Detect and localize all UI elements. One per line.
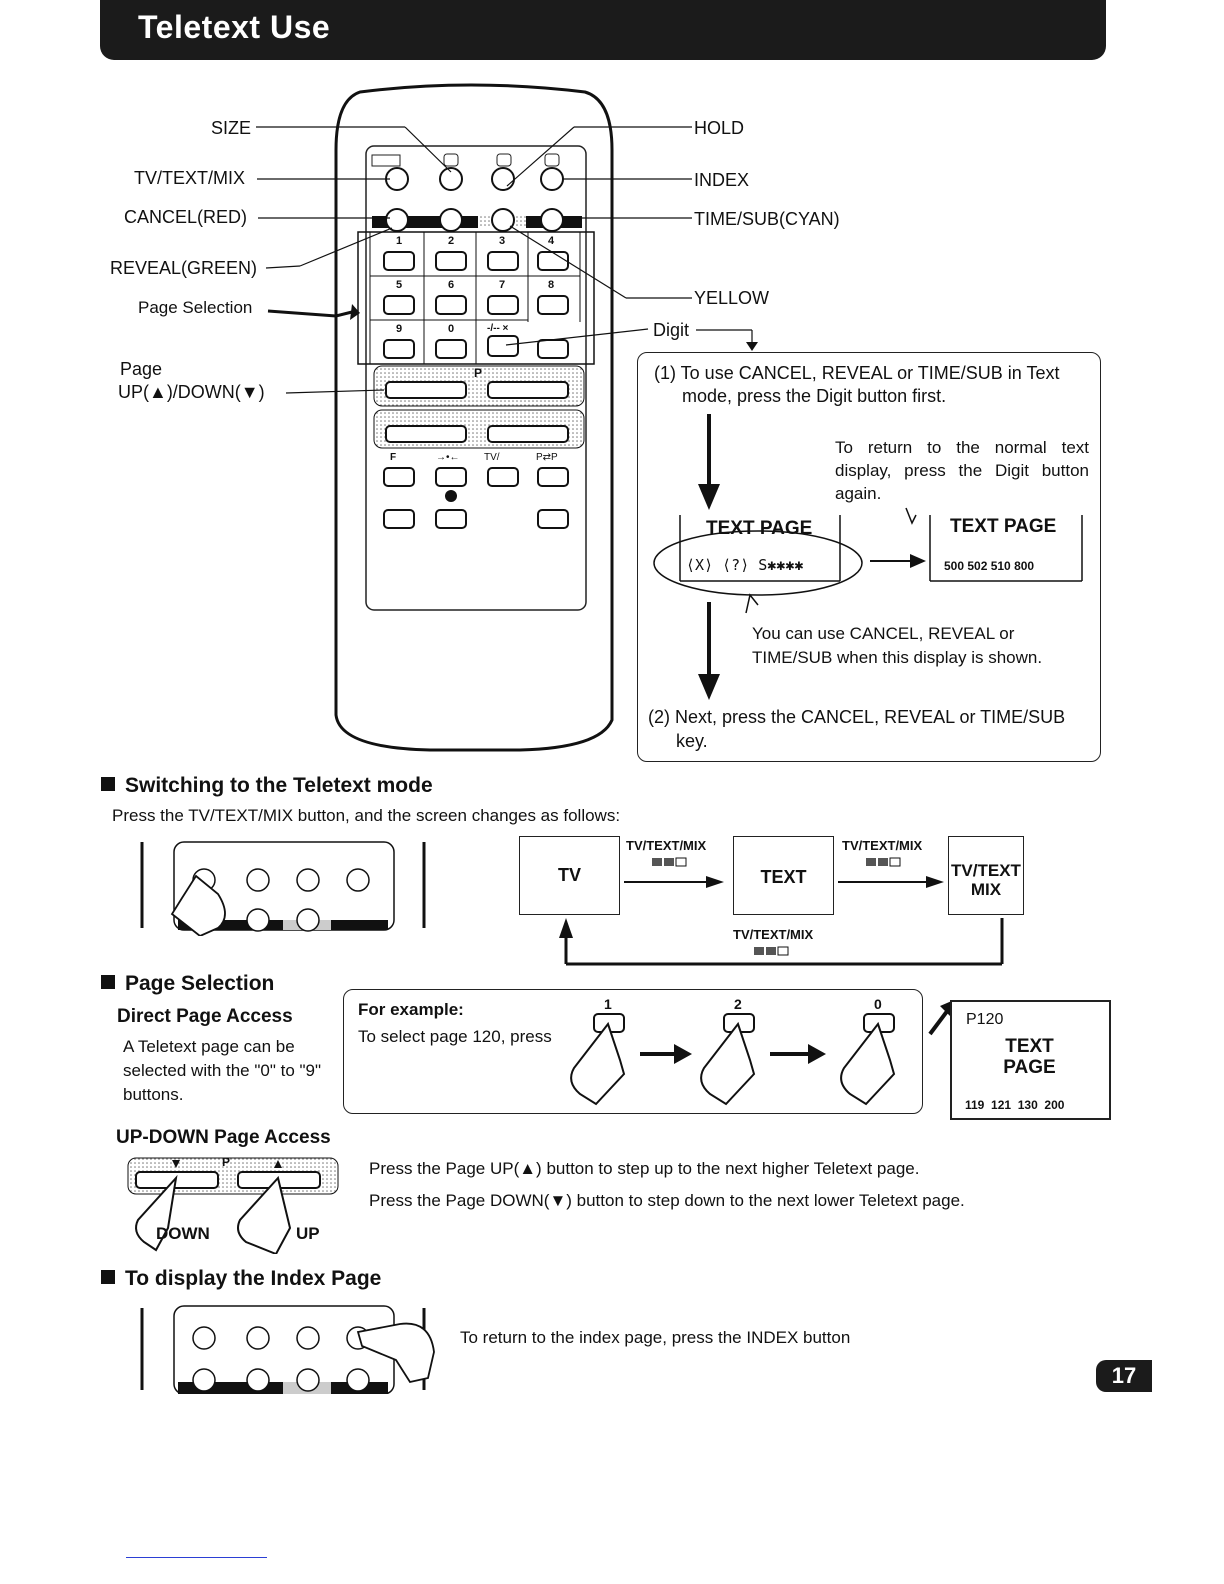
example-hands: [570, 1013, 896, 1106]
label-reveal-green: REVEAL(GREEN): [110, 258, 258, 278]
use-note: You can use CANCEL, REVEAL or TIME/SUB w…: [752, 624, 1043, 667]
result-title-2: PAGE: [1003, 1057, 1056, 1078]
label-index: INDEX: [694, 170, 750, 190]
key-label-hold: →•←: [436, 452, 460, 463]
section-page-selection-title: Page Selection: [101, 972, 274, 996]
screen-diagrams: [653, 507, 1083, 614]
section-switching-title: Switching to the Teletext mode: [101, 774, 433, 798]
result-title-1: TEXT: [1005, 1036, 1054, 1057]
screen2-body: 500 502 510 800: [944, 559, 1035, 573]
down-label: DOWN: [156, 1224, 210, 1243]
label-digit: Digit: [653, 320, 690, 340]
example-digit-2: 2: [734, 996, 742, 1012]
label-page-selection: Page Selection: [138, 298, 253, 317]
result-page-number: P120: [966, 1011, 1004, 1028]
example-digit-3: 0: [874, 996, 882, 1012]
step2-text-cont: key.: [676, 731, 708, 751]
key-label-digit: -/-- ×: [487, 323, 509, 334]
updown-desc-down: Press the Page DOWN(▼) button to step do…: [369, 1191, 965, 1210]
key-label-p: P: [474, 366, 483, 380]
key-label-0: 0: [448, 323, 455, 335]
direct-access-desc: A Teletext page can be selected with the…: [123, 1037, 322, 1104]
flow-arrows: [698, 414, 720, 700]
example-label: For example:: [358, 1000, 464, 1019]
index-desc: To return to the index page, press the I…: [460, 1328, 851, 1347]
mode-box-mix: TV/TEXT MIX: [948, 836, 1024, 915]
updown-desc-up: Press the Page UP(▲) button to step up t…: [369, 1159, 920, 1178]
switching-hand-illustration: [140, 841, 426, 936]
section-switching-title-text: Switching to the Teletext mode: [125, 774, 433, 797]
arrow-label-1: TV/TEXT/MIX: [626, 838, 707, 853]
result-page-list: 119 121 130 200: [965, 1098, 1065, 1112]
bullet-square: [101, 1270, 115, 1285]
key-label-8: 8: [548, 279, 555, 291]
index-hand-illustration: [140, 1305, 435, 1394]
key-label-tv: TV/: [484, 452, 500, 463]
mode-box-text: TEXT: [733, 836, 834, 915]
screen1-title: TEXT PAGE: [706, 518, 813, 539]
updown-p-label: P: [222, 1155, 231, 1169]
label-cancel-red: CANCEL(RED): [124, 207, 248, 227]
mode-box-tv: TV: [519, 836, 620, 915]
key-label-1: 1: [396, 235, 403, 247]
step1-text: (1) To use CANCEL, REVEAL or TIME/SUB in…: [654, 363, 1060, 383]
label-page: Page: [120, 359, 163, 379]
section-index-title-text: To display the Index Page: [125, 1267, 382, 1290]
label-page-updown: UP(▲)/DOWN(▼): [118, 382, 265, 402]
bullet-square: [101, 975, 115, 990]
return-note: To return to the normal text display, pr…: [835, 438, 1089, 503]
mode-box-mix-line1: TV/TEXT: [951, 861, 1021, 880]
screen2-title: TEXT PAGE: [950, 516, 1057, 537]
bullet-square: [101, 777, 115, 792]
label-hold: HOLD: [694, 118, 745, 138]
step2-text: (2) Next, press the CANCEL, REVEAL or TI…: [648, 707, 1066, 727]
updown-hands-illustration: [127, 1157, 339, 1254]
arrow-label-2: TV/TEXT/MIX: [842, 838, 923, 853]
mode-box-tv-label: TV: [557, 865, 581, 885]
example-desc: To select page 120, press: [358, 1027, 552, 1046]
header-bar: Teletext Use: [100, 0, 1106, 60]
label-time-sub-cyan: TIME/SUB(CYAN): [694, 209, 840, 229]
key-label-6: 6: [448, 279, 455, 291]
label-yellow: YELLOW: [694, 288, 770, 308]
mode-box-text-label: TEXT: [760, 867, 807, 887]
page-title: Teletext Use: [138, 9, 331, 45]
key-label-3: 3: [499, 235, 506, 247]
mode-box-mix-line2: MIX: [970, 880, 1002, 899]
bottom-rule: [126, 1557, 267, 1558]
key-label-2: 2: [448, 235, 455, 247]
updown-access-title: UP-DOWN Page Access: [116, 1127, 331, 1148]
digit-instruction-panel: [637, 352, 1101, 762]
mode-cycle-arrows: [559, 857, 1004, 966]
page-number-badge: 17: [1096, 1360, 1152, 1392]
key-label-pp: P⇄P: [536, 452, 558, 463]
direct-access-title: Direct Page Access: [117, 1006, 293, 1027]
key-label-9: 9: [396, 323, 403, 335]
key-label-7: 7: [499, 279, 506, 291]
screen1-body: ⟨X⟩ ⟨?⟩ S✱✱✱✱: [686, 556, 804, 574]
key-label-4: 4: [548, 235, 555, 247]
example-panel: [343, 989, 923, 1114]
switching-desc: Press the TV/TEXT/MIX button, and the sc…: [112, 806, 621, 825]
example-digit-1: 1: [604, 996, 612, 1012]
section-index-title: To display the Index Page: [101, 1267, 381, 1291]
section-page-selection-title-text: Page Selection: [125, 972, 275, 995]
key-label-f: F: [390, 452, 397, 463]
key-label-5: 5: [396, 279, 403, 291]
step1-text-cont: mode, press the Digit button first.: [682, 386, 947, 406]
label-size: SIZE: [211, 118, 252, 138]
arrow-label-3: TV/TEXT/MIX: [733, 927, 814, 942]
result-screen: [950, 1000, 1111, 1120]
label-tv-text-mix: TV/TEXT/MIX: [134, 168, 246, 188]
up-label: UP: [296, 1224, 320, 1243]
